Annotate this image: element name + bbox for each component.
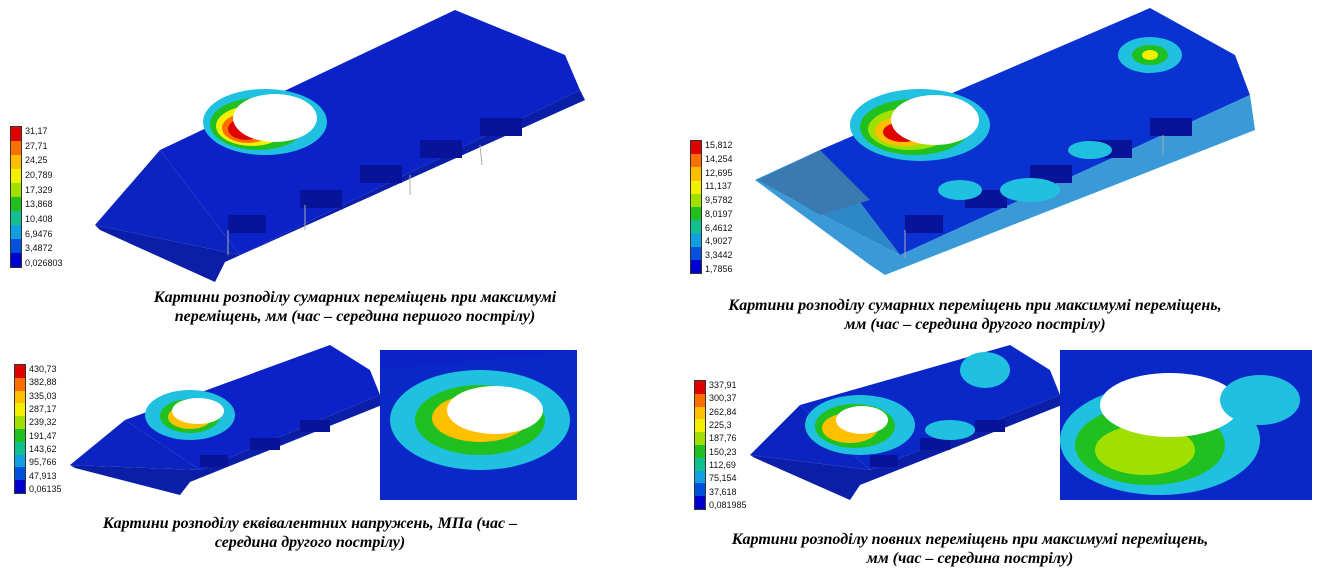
legend-value: 150,23 bbox=[709, 446, 737, 457]
legend-value: 27,71 bbox=[25, 140, 48, 151]
legend-value: 6,9476 bbox=[25, 228, 53, 239]
color-legend: 15,812 14,254 12,695 11,137 9,5782 8,019… bbox=[690, 140, 733, 274]
caption-line: Картини розподілу сумарних переміщень пр… bbox=[153, 289, 557, 306]
legend-value: 382,88 bbox=[29, 377, 57, 388]
legend-value: 0,081985 bbox=[709, 499, 747, 510]
legend-value: 11,137 bbox=[705, 181, 732, 192]
caption-line: переміщень, мм (час – середина першого п… bbox=[174, 308, 536, 325]
legend-value: 287,17 bbox=[29, 403, 57, 414]
legend-value: 12,695 bbox=[705, 167, 733, 178]
legend-value: 24,25 bbox=[25, 155, 48, 166]
legend-value: 31,17 bbox=[25, 126, 48, 136]
legend-value: 239,32 bbox=[29, 417, 57, 428]
legend-value: 6,4612 bbox=[705, 222, 733, 233]
legend-value: 0,026803 bbox=[25, 257, 63, 268]
legend-colorbar bbox=[694, 380, 706, 510]
legend-colorbar bbox=[690, 140, 702, 274]
caption-line: мм (час – середина другого пострілу) bbox=[844, 316, 1106, 333]
legend-value: 37,618 bbox=[709, 486, 737, 497]
legend-value: 95,766 bbox=[29, 457, 57, 468]
caption-line: середина другого пострілу) bbox=[214, 534, 406, 551]
legend-value: 300,37 bbox=[709, 393, 737, 404]
caption-line: Картини розподілу еквівалентних напружен… bbox=[102, 515, 518, 532]
legend-value: 14,254 bbox=[705, 153, 733, 164]
legend-value: 337,91 bbox=[709, 380, 737, 390]
legend-value: 9,5782 bbox=[705, 195, 733, 206]
legend-value: 430,73 bbox=[29, 364, 57, 374]
legend-value: 225,3 bbox=[709, 419, 732, 430]
caption-line: мм (час – середина пострілу) bbox=[866, 550, 1074, 567]
legend-value: 47,913 bbox=[29, 470, 57, 481]
caption-line: Картини розподілу сумарних переміщень пр… bbox=[728, 297, 1222, 314]
legend-value: 191,47 bbox=[29, 430, 57, 441]
legend-value: 3,4872 bbox=[25, 243, 53, 254]
color-legend: 31,17 27,71 24,25 20,789 17,329 13,868 1… bbox=[10, 126, 63, 268]
legend-value: 262,84 bbox=[709, 406, 737, 417]
legend-value: 187,76 bbox=[709, 433, 737, 444]
legend-colorbar bbox=[14, 364, 26, 494]
legend-value: 13,868 bbox=[25, 199, 53, 210]
color-legend: 430,73 382,88 335,03 287,17 239,32 191,4… bbox=[14, 364, 62, 494]
legend-value: 15,812 bbox=[705, 140, 733, 150]
legend-value: 17,329 bbox=[25, 184, 53, 195]
legend-value: 112,69 bbox=[709, 459, 736, 470]
legend-value: 10,408 bbox=[25, 213, 53, 224]
legend-value: 75,154 bbox=[709, 473, 737, 484]
legend-value: 1,7856 bbox=[705, 263, 733, 274]
legend-value: 20,789 bbox=[25, 169, 53, 180]
legend-value: 335,03 bbox=[29, 390, 57, 401]
legend-value: 143,62 bbox=[29, 443, 57, 454]
caption-line: Картини розподілу повних переміщень при … bbox=[731, 531, 1209, 548]
color-legend: 337,91 300,37 262,84 225,3 187,76 150,23… bbox=[694, 380, 747, 510]
legend-value: 8,0197 bbox=[705, 208, 733, 219]
legend-colorbar bbox=[10, 126, 22, 268]
legend-value: 4,9027 bbox=[705, 236, 733, 247]
legend-value: 0,06135 bbox=[29, 483, 62, 494]
legend-value: 3,3442 bbox=[705, 250, 733, 261]
